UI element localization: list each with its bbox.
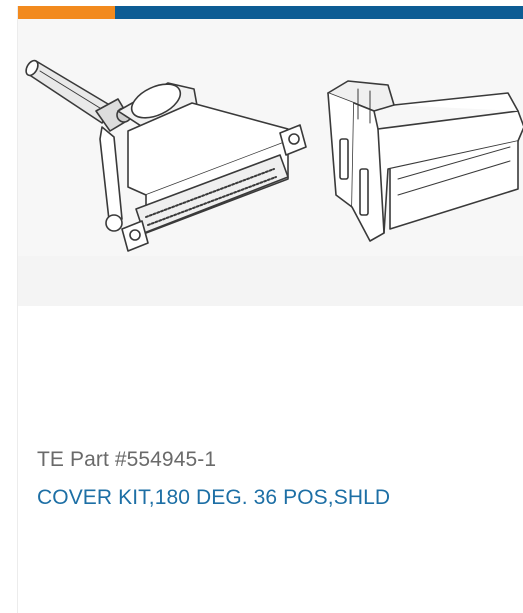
image-lower-band xyxy=(18,256,523,306)
product-card[interactable]: TE Part #554945-1 COVER KIT,180 DEG. 36 … xyxy=(17,6,523,613)
product-image[interactable] xyxy=(18,19,523,306)
product-title-link[interactable]: COVER KIT,180 DEG. 36 POS,SHLD xyxy=(37,486,391,509)
card-accent-bar xyxy=(18,6,523,19)
connector-illustration xyxy=(25,59,523,252)
accent-orange-segment xyxy=(18,6,115,19)
part-number: TE Part #554945-1 xyxy=(37,448,217,471)
accent-blue-segment xyxy=(115,6,523,19)
